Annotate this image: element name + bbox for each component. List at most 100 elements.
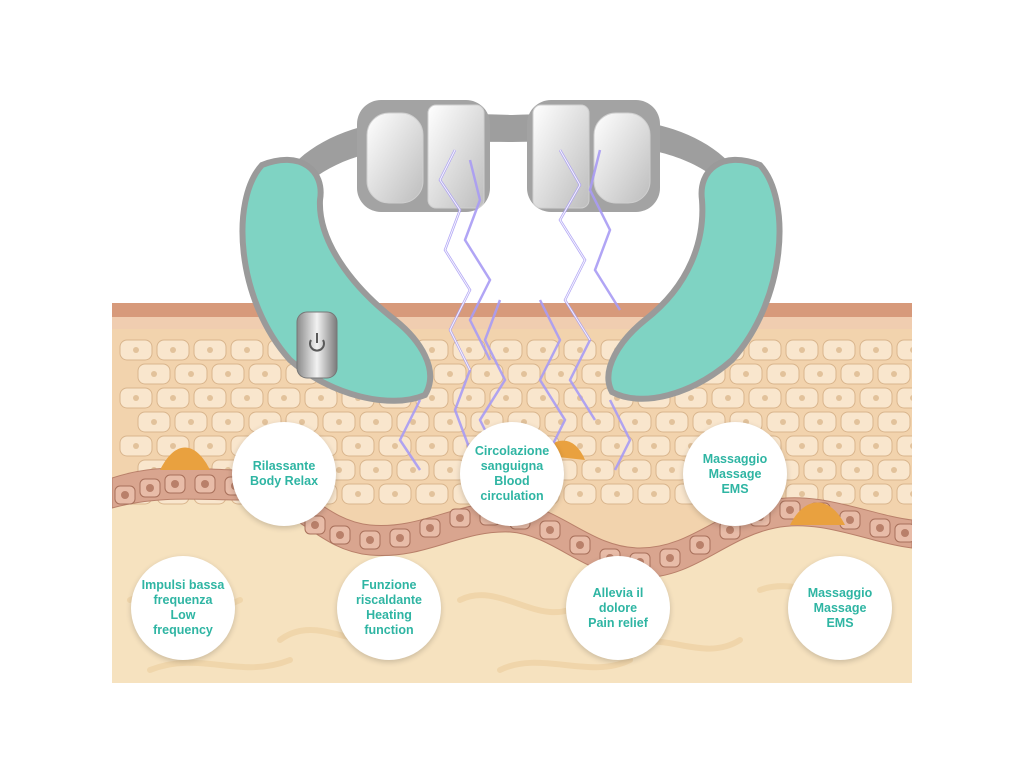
power-knob [296,311,338,379]
cell-nucleus [910,347,912,353]
device-band [270,114,752,210]
cell-nucleus [780,419,786,425]
device-left-arm [239,157,434,404]
cell-nucleus [244,395,250,401]
cell-nucleus [151,371,157,377]
cell-nucleus [576,541,584,549]
cell-nucleus [891,419,897,425]
cell-nucleus [170,347,176,353]
cell-nucleus [901,529,909,537]
feature-label-line: Impulsi bassa [141,578,225,592]
cell-nucleus [928,371,934,377]
electrode-pad [366,112,424,204]
epidermis-cell [915,460,947,480]
cell-nucleus [577,443,583,449]
cell-nucleus [799,395,805,401]
cell-nucleus [546,526,554,534]
cell-nucleus [188,419,194,425]
feature-label-line: Massage [708,466,762,481]
cell-nucleus [429,491,435,497]
cell-nucleus [133,395,139,401]
cell-nucleus [614,491,620,497]
cell-nucleus [836,443,842,449]
cell-nucleus [799,347,805,353]
cell-nucleus [447,467,453,473]
cell-nucleus [632,467,638,473]
feature-label-line: Funzione [361,578,417,592]
cell-nucleus [651,491,657,497]
feature-label-line: frequenza [153,593,213,607]
cell-nucleus [225,419,231,425]
cell-nucleus [225,371,231,377]
cell-nucleus [786,506,794,514]
feature-label-line: Allevia il [592,585,644,600]
cell-nucleus [540,395,546,401]
cell-nucleus [410,419,416,425]
cell-nucleus [355,443,361,449]
feature-label-line: Massage [813,600,867,615]
cell-nucleus [817,419,823,425]
feature-label-line: sanguigna [480,459,544,473]
cell-nucleus [928,419,934,425]
feature-label-line: Pain relief [588,615,648,630]
cell-nucleus [262,371,268,377]
cell-nucleus [521,371,527,377]
cell-nucleus [373,419,379,425]
cell-nucleus [688,395,694,401]
cell-nucleus [928,467,934,473]
cell-nucleus [595,467,601,473]
cell-nucleus [447,419,453,425]
feature-label-line: Heating [366,608,412,622]
cell-nucleus [873,491,879,497]
cell-nucleus [429,395,435,401]
cell-nucleus [817,371,823,377]
cell-nucleus [854,371,860,377]
cell-nucleus [780,371,786,377]
epidermis-cell [915,364,947,384]
cell-nucleus [873,347,879,353]
cell-nucleus [577,347,583,353]
cell-nucleus [262,419,268,425]
cell-nucleus [410,467,416,473]
epidermis-cell [915,412,947,432]
cell-nucleus [244,347,250,353]
feature-label-line: Body Relax [249,474,319,488]
cell-nucleus [299,419,305,425]
cell-nucleus [121,491,129,499]
cell-nucleus [558,371,564,377]
neck-massager-device [239,100,783,404]
cell-nucleus [873,395,879,401]
cell-nucleus [484,371,490,377]
fat-tissue [790,502,845,525]
cell-nucleus [336,531,344,539]
cell-nucleus [396,534,404,542]
cell-nucleus [854,419,860,425]
cell-nucleus [799,443,805,449]
feature-label-line: riscaldante [355,593,422,607]
cell-nucleus [484,419,490,425]
cell-nucleus [666,554,674,562]
cell-nucleus [503,347,509,353]
cell-nucleus [456,514,464,522]
cell-nucleus [336,467,342,473]
cell-nucleus [836,395,842,401]
cell-nucleus [696,541,704,549]
skin-surface [112,303,912,317]
fat-tissue [160,447,210,470]
cell-nucleus [503,395,509,401]
cell-nucleus [201,480,209,488]
cell-nucleus [429,347,435,353]
cell-nucleus [207,395,213,401]
cell-nucleus [188,371,194,377]
cell-nucleus [336,419,342,425]
cell-nucleus [836,347,842,353]
cell-nucleus [846,516,854,524]
cell-nucleus [910,443,912,449]
cell-nucleus [311,521,319,529]
cell-nucleus [910,491,912,497]
cell-nucleus [706,419,712,425]
epidermis-cell [896,483,912,505]
